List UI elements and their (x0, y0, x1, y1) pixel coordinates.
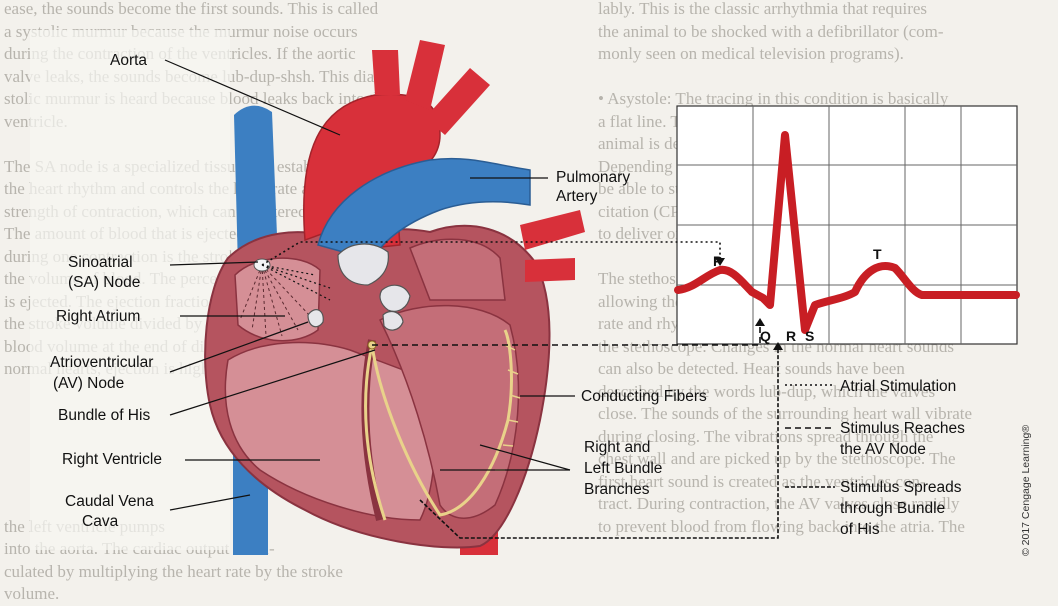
aortic-branch-3 (425, 68, 490, 135)
pulmonary-vein-1 (520, 210, 585, 250)
bundle-his-path (419, 345, 779, 539)
sa-node-fan (239, 264, 313, 337)
bg-right-line: described by the words lub-dup, which th… (598, 381, 936, 401)
his-arrowhead (773, 342, 783, 350)
bg-right-line: during closing. The vibrations spread th… (598, 426, 934, 446)
bg-right-line: chest wall and are picked up by the stet… (598, 449, 956, 468)
right-bundle-branch (364, 344, 387, 521)
left-bundle-branch (370, 329, 513, 517)
bg-left-line: volume. (4, 584, 60, 603)
label-av-node-2: (AV) Node (53, 375, 125, 392)
label-bundle-branches-1: Right and (584, 439, 651, 456)
label-aorta: Aorta (110, 52, 148, 69)
label-av-node-1: Atrioventricular (50, 354, 154, 371)
ecg-label-t: T (873, 246, 882, 262)
valve-leaflet (382, 310, 404, 331)
bg-right-line: lably. This is the classic arrhythmia th… (598, 0, 928, 18)
tricuspid-valve (307, 309, 324, 328)
conducting-fibers (495, 344, 521, 471)
label-pulmonary-artery-1: Pulmonary (556, 169, 631, 186)
ecg-label-q: Q (760, 328, 771, 344)
legend-his-1: Stimulus Spreads (840, 479, 962, 496)
legend-his-3: of His (840, 521, 880, 538)
bg-right-line: tract. During contraction, the AV valves… (598, 494, 960, 513)
aortic-valve (337, 243, 389, 286)
bg-right-line: first heart sound is created as the vent… (598, 471, 926, 491)
atrial-arrowhead (715, 258, 725, 266)
label-bundle-branches-3: Branches (584, 481, 650, 498)
bg-right-line: to prevent blood from flowing back into … (598, 516, 965, 536)
ecg-label-p: P (713, 253, 723, 269)
legend-av-1: Stimulus Reaches (840, 420, 965, 437)
legend-his-2: through Bundle (840, 500, 946, 517)
sa-radiating-paths (261, 264, 331, 301)
label-conducting-fibers: Conducting Fibers (581, 388, 707, 405)
bg-left-line: ease, the sounds become the first sounds… (4, 0, 379, 18)
ecg-label-r: R (786, 328, 797, 344)
copyright-notice: © 2017 Cengage Learning® (1020, 424, 1032, 556)
label-sa-node-2: (SA) Node (68, 274, 141, 291)
figure: ease, the sounds become the first sounds… (4, 0, 1032, 603)
ecg-label-s: S (805, 328, 815, 344)
label-bundle-of-his: Bundle of His (58, 407, 151, 424)
pulmonary-vein-2 (525, 258, 575, 282)
bg-right-line: the animal to be shocked with a defibril… (598, 21, 944, 41)
ecg-grid (677, 106, 1017, 344)
label-pulmonary-artery-2: Artery (556, 188, 598, 205)
label-sa-node-1: Sinoatrial (68, 254, 133, 271)
legend-atrial: Atrial Stimulation (840, 378, 957, 395)
ecg-trace (674, 131, 1020, 334)
bg-right-line: • Asystole: The tracing in this conditio… (598, 89, 949, 108)
label-caudal-vena-cava-2: Cava (82, 513, 119, 530)
bg-right-line: monly seen on medical television program… (598, 44, 904, 63)
label-bundle-branches-2: Left Bundle (584, 460, 663, 477)
left-ventricle-chamber (378, 304, 520, 519)
label-caudal-vena-cava-1: Caudal Vena (65, 493, 154, 510)
av-arrowhead (755, 318, 765, 326)
heart-diagram (164, 40, 1020, 555)
leader-lines (164, 59, 575, 511)
aortic-branch-1 (372, 50, 400, 95)
bg-right-line: can also be detected. Heart sounds have … (598, 359, 905, 378)
bg-right-line: close. The sounds of the surrounding hea… (598, 404, 973, 423)
legend-av-2: the AV Node (840, 441, 926, 458)
cranial-vena-cava (234, 105, 278, 268)
aortic-branch-2 (405, 40, 445, 110)
label-right-ventricle: Right Ventricle (62, 451, 162, 468)
pulmonary-artery (317, 157, 531, 261)
label-right-atrium: Right Atrium (56, 308, 141, 325)
mitral-valve (379, 284, 411, 312)
av-node-path (372, 322, 761, 346)
